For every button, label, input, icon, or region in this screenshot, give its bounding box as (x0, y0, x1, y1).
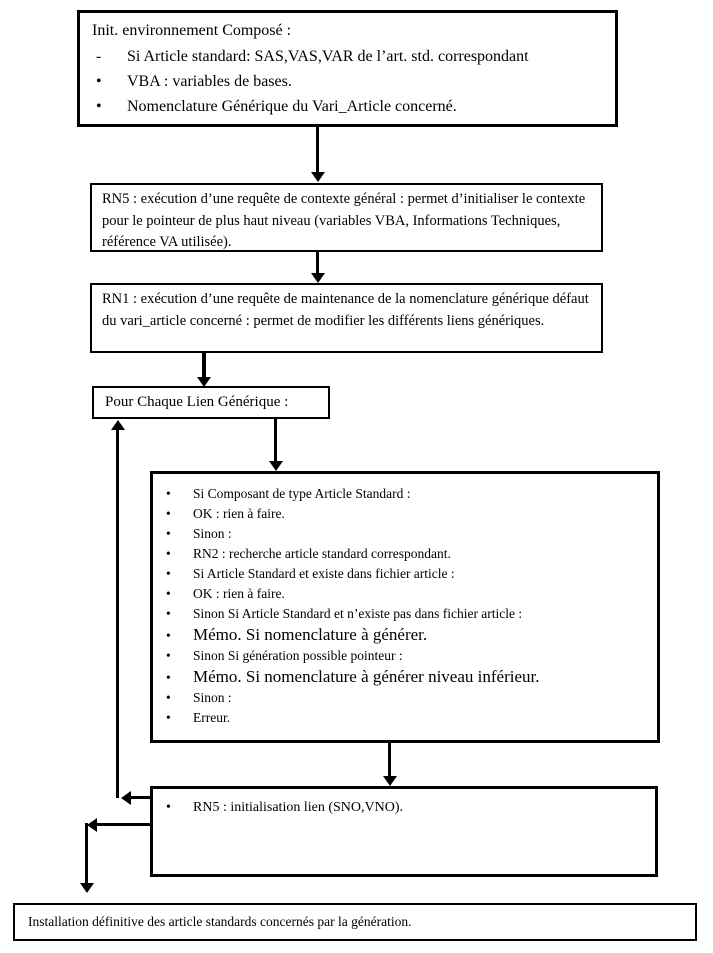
dash-icon: - (96, 48, 102, 65)
list-item-text: Nomenclature Générique du Vari_Article c… (127, 98, 457, 115)
list-item: • Mémo. Si nomenclature à générer. (166, 624, 651, 646)
installation-text: Installation définitive des article stan… (28, 914, 412, 929)
rn1-text: RN1 : exécution d’une requête de mainten… (102, 291, 589, 329)
bullet-icon: • (166, 486, 171, 501)
list-item-text: Si Composant de type Article Standard : (193, 486, 411, 501)
arrow-line (116, 429, 119, 798)
list-item: • Si Article Standard et existe dans fic… (166, 564, 651, 584)
list-item-text: Si Article Standard et existe dans fichi… (193, 566, 455, 581)
list-item-text: RN2 : recherche article standard corresp… (193, 546, 451, 561)
list-item: • Mémo. Si nomenclature à générer niveau… (166, 666, 651, 688)
bullet-icon: • (166, 506, 171, 521)
arrowhead-down-icon (197, 377, 211, 387)
list-item: • OK : rien à faire. (166, 504, 651, 524)
bullet-icon: • (166, 690, 171, 705)
arrowhead-down-icon (383, 776, 397, 786)
init-box-title: Init. environnement Composé : (92, 22, 292, 39)
bullet-icon: • (166, 800, 171, 815)
arrowhead-down-icon (311, 172, 325, 182)
list-item: • Nomenclature Générique du Vari_Article… (92, 94, 607, 119)
bullet-icon: • (166, 606, 171, 621)
bullet-icon: • (166, 586, 171, 601)
list-item-text: Mémo. Si nomenclature à générer. (193, 625, 428, 644)
init-environnement-box: Init. environnement Composé : - Si Artic… (77, 10, 618, 127)
rn1-maintenance-box: RN1 : exécution d’une requête de mainten… (90, 283, 603, 353)
arrow-line (97, 823, 150, 826)
bullet-icon: • (166, 546, 171, 561)
list-item: • OK : rien à faire. (166, 584, 651, 604)
list-item: • Sinon : (166, 524, 651, 544)
arrow-line (316, 127, 319, 173)
arrow-line (131, 796, 150, 799)
installation-definitive-box: Installation définitive des article stan… (13, 903, 697, 941)
list-item: • RN5 : initialisation lien (SNO,VNO). (166, 798, 649, 818)
bullet-icon: • (166, 648, 171, 663)
list-item: - Si Article standard: SAS,VAS,VAR de l’… (92, 44, 607, 69)
arrow-line (85, 823, 88, 885)
bullet-icon: • (166, 628, 171, 643)
list-item: • RN2 : recherche article standard corre… (166, 544, 651, 564)
loop-box-text: Pour Chaque Lien Générique : (105, 394, 289, 410)
arrowhead-down-icon (269, 461, 283, 471)
arrow-line (388, 743, 391, 777)
bullet-icon: • (166, 526, 171, 541)
rn5-contexte-box: RN5 : exécution d’une requête de context… (90, 183, 603, 252)
lien-actions-box: • Si Composant de type Article Standard … (150, 471, 660, 743)
bullet-icon: • (166, 710, 171, 725)
arrowhead-left-icon (87, 818, 97, 832)
arrow-line (274, 419, 277, 462)
list-item: • Si Composant de type Article Standard … (166, 484, 651, 504)
list-item: • Sinon Si Article Standard et n’existe … (166, 604, 651, 624)
list-item: • VBA : variables de bases. (92, 69, 607, 94)
rn5-contexte-text: RN5 : exécution d’une requête de context… (102, 191, 586, 250)
arrowhead-up-icon (111, 420, 125, 430)
list-item-text: OK : rien à faire. (193, 506, 285, 521)
list-item-text: Sinon : (193, 690, 232, 705)
arrowhead-left-icon (121, 791, 131, 805)
list-item-text: Si Article standard: SAS,VAS,VAR de l’ar… (127, 48, 529, 65)
list-item-text: Erreur. (193, 710, 231, 725)
list-item: • Sinon Si génération possible pointeur … (166, 646, 651, 666)
bullet-icon: • (166, 566, 171, 581)
list-item-text: Sinon Si génération possible pointeur : (193, 648, 403, 663)
bullet-icon: • (96, 73, 102, 90)
list-item-text: Mémo. Si nomenclature à générer niveau i… (193, 667, 540, 686)
list-item: • Sinon : (166, 688, 651, 708)
rn5-initialisation-box: • RN5 : initialisation lien (SNO,VNO). (150, 786, 658, 877)
list-item: • Erreur. (166, 708, 651, 728)
bullet-icon: • (96, 98, 102, 115)
list-item-text: RN5 : initialisation lien (SNO,VNO). (193, 800, 403, 815)
bullet-icon: • (166, 670, 171, 685)
list-item-text: OK : rien à faire. (193, 586, 285, 601)
list-item-text: VBA : variables de bases. (127, 73, 292, 90)
arrow-line (202, 353, 206, 378)
arrowhead-down-icon (80, 883, 94, 893)
arrowhead-down-icon (311, 273, 325, 283)
pour-chaque-lien-box: Pour Chaque Lien Générique : (92, 386, 330, 419)
list-item-text: Sinon Si Article Standard et n’existe pa… (193, 606, 523, 621)
arrow-line (316, 252, 319, 274)
list-item-text: Sinon : (193, 526, 232, 541)
